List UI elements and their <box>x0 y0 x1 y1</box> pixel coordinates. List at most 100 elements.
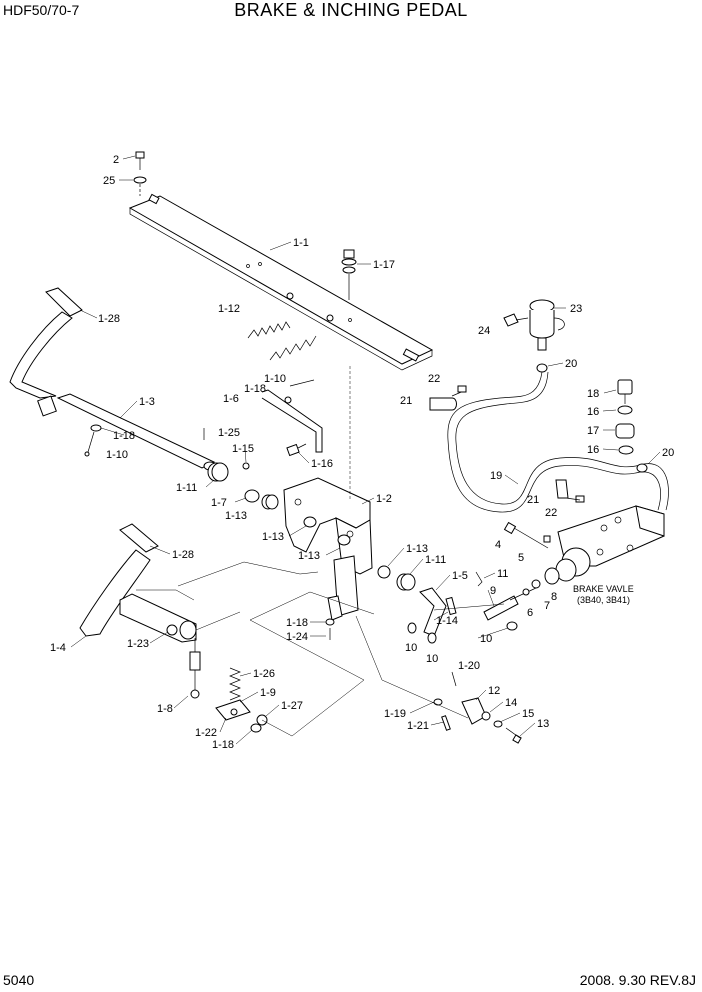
label-1-17: 1-17 <box>373 259 395 271</box>
label-17: 17 <box>587 425 599 437</box>
label-18: 18 <box>587 388 599 400</box>
label-1-8: 1-8 <box>157 703 173 715</box>
label-10-c: 10 <box>480 633 492 645</box>
revision-date: 2008. 9.30 REV.8J <box>579 972 696 988</box>
brake-valve-ref: (3B40, 3B41) <box>577 595 630 605</box>
label-1-11-right: 1-11 <box>425 554 446 566</box>
label-1-14: 1-14 <box>436 615 458 627</box>
label-1-18-lower: 1-18 <box>212 739 234 751</box>
label-20-lower: 20 <box>662 447 674 459</box>
spring-1-12 <box>247 321 317 361</box>
label-1-9: 1-9 <box>260 687 276 699</box>
label-1-2: 1-2 <box>376 493 392 505</box>
label-6: 6 <box>527 607 533 619</box>
label-2: 2 <box>113 154 119 166</box>
label-1-19: 1-19 <box>384 708 406 720</box>
brake-valve-label: BRAKE VAVLE <box>573 584 634 594</box>
bracket-1-6 <box>261 379 323 453</box>
leader-lines <box>70 155 661 745</box>
label-1-18-left: 1-18 <box>113 430 135 442</box>
hose-19 <box>447 363 669 513</box>
label-1-18-mid: 1-18 <box>286 617 308 629</box>
label-1-25: 1-25 <box>218 427 240 439</box>
label-8: 8 <box>551 591 557 603</box>
model-code: HDF50/70-7 <box>3 2 80 18</box>
label-22-upper: 22 <box>428 373 440 385</box>
bolt-1-24 <box>325 618 335 640</box>
label-1-5: 1-5 <box>452 570 468 582</box>
label-21-lower: 21 <box>527 494 539 506</box>
label-25: 25 <box>103 175 115 187</box>
label-1-12: 1-12 <box>218 303 240 315</box>
label-1-16: 1-16 <box>311 458 333 470</box>
bracket-1-2 <box>283 366 373 575</box>
bolt-4 <box>503 521 549 549</box>
label-1-27: 1-27 <box>281 700 303 712</box>
label-1-3: 1-3 <box>139 396 155 408</box>
label-1-28-upper: 1-28 <box>98 313 120 325</box>
inching-rod <box>189 638 268 733</box>
lever-plate <box>327 555 359 621</box>
page-title: BRAKE & INCHING PEDAL <box>234 0 468 20</box>
label-1-15: 1-15 <box>232 443 254 455</box>
label-22-lower: 22 <box>545 507 557 519</box>
label-5: 5 <box>518 552 524 564</box>
label-16-upper: 16 <box>587 406 599 418</box>
guide-lines <box>136 561 505 737</box>
label-1-10-upper: 1-10 <box>264 373 286 385</box>
fitting-18-17 <box>615 379 635 455</box>
label-16-lower: 16 <box>587 444 599 456</box>
washers-10 <box>407 621 518 644</box>
label-13: 13 <box>537 718 549 730</box>
label-1-28-lower: 1-28 <box>172 549 194 561</box>
label-1-13-b: 1-13 <box>262 531 284 543</box>
label-19: 19 <box>490 470 502 482</box>
label-1-18-upper: 1-18 <box>244 383 266 395</box>
clip-21-upper <box>429 385 467 411</box>
inching-lever <box>419 571 537 637</box>
label-14: 14 <box>505 697 517 709</box>
label-1-6: 1-6 <box>223 393 239 405</box>
cam-assembly <box>433 671 522 744</box>
label-1-23: 1-23 <box>127 638 149 650</box>
label-1-26: 1-26 <box>253 668 275 680</box>
label-1-11-left: 1-11 <box>176 482 197 494</box>
label-21-upper: 21 <box>400 395 412 407</box>
inching-pedal <box>79 523 197 643</box>
bolt-1-17 <box>341 249 357 300</box>
bushings-right <box>377 565 416 591</box>
label-20-upper: 20 <box>565 358 577 370</box>
label-1-1: 1-1 <box>293 237 309 249</box>
reservoir-23 <box>503 299 565 351</box>
label-10-a: 10 <box>405 642 417 654</box>
bolt-2 <box>133 151 147 196</box>
page-number: 5040 <box>3 972 35 988</box>
label-7: 7 <box>544 600 550 612</box>
label-24: 24 <box>478 325 490 337</box>
clip-21-lower <box>555 479 585 503</box>
label-1-4: 1-4 <box>50 642 66 654</box>
label-1-20: 1-20 <box>458 660 480 672</box>
label-15: 15 <box>522 708 534 720</box>
part-labels: 2 25 1-1 1-17 1-28 1-12 23 24 20 1-10 1-… <box>50 154 674 751</box>
bolt-1-10-left <box>84 424 102 457</box>
label-10-b: 10 <box>426 653 438 665</box>
label-23: 23 <box>570 303 582 315</box>
label-1-13-d: 1-13 <box>298 550 320 562</box>
small-parts-mid <box>203 428 307 470</box>
label-1-21: 1-21 <box>407 720 429 732</box>
label-1-10-left: 1-10 <box>106 449 128 461</box>
bushings-left <box>207 462 279 510</box>
label-11: 11 <box>497 568 508 580</box>
label-1-13-a: 1-13 <box>225 510 247 522</box>
label-4: 4 <box>495 539 501 551</box>
label-1-13-c: 1-13 <box>406 543 428 555</box>
label-9: 9 <box>490 585 496 597</box>
brake-valve <box>543 505 665 585</box>
label-12: 12 <box>488 685 500 697</box>
label-1-22: 1-22 <box>195 727 217 739</box>
label-1-24: 1-24 <box>286 631 308 643</box>
brake-pedal <box>9 287 217 471</box>
mounting-plate <box>128 193 434 371</box>
